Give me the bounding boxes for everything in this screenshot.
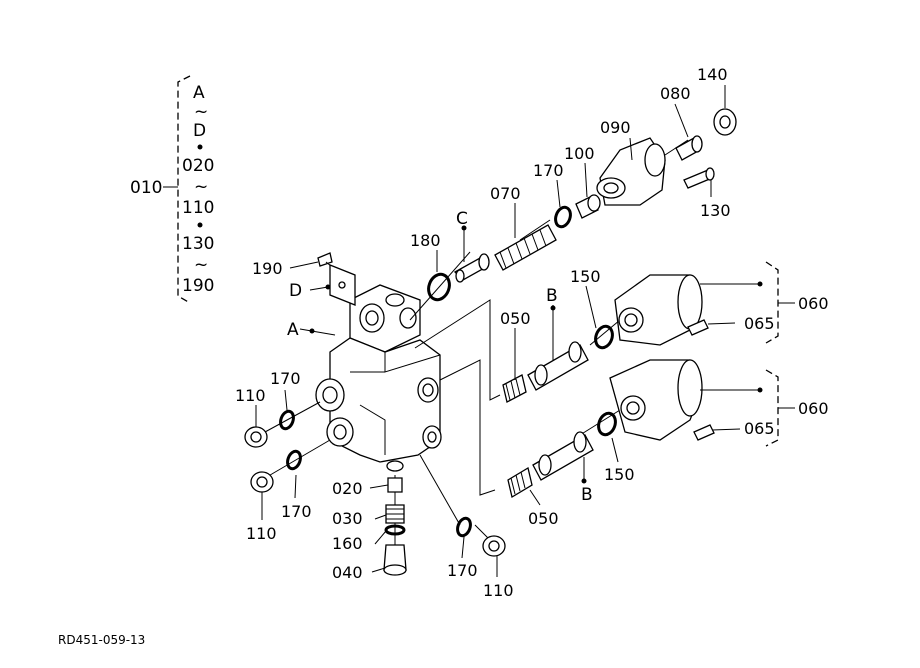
callout-150-upper: 150 [570,267,601,286]
group-010-label: 010 [130,178,162,198]
spool-c [453,253,490,283]
callout-170-left-top: 170 [270,369,301,388]
spring-050-lower [507,466,533,499]
spring-070 [494,224,557,271]
callout-160: 160 [332,534,363,553]
spool-b-lower [532,431,594,481]
o-ring-180 [427,272,451,302]
ref-b-upper: B [546,286,558,306]
o-ring-170-left-bottom [286,449,302,471]
valve-020 [387,477,403,493]
o-ring-150-upper [594,324,614,350]
group-member-130: 130 [182,234,214,254]
group-member-tilde-2: ~ [194,177,208,197]
callout-060-lower: 060 [798,399,829,418]
callout-060-upper: 060 [798,294,829,313]
bracket-060-upper [765,261,795,344]
ref-c: C [456,209,468,229]
bracket-d [329,264,356,306]
o-ring-170-left-top [279,409,295,431]
spring-050-upper [502,374,527,403]
callout-170-bottom: 170 [447,561,478,580]
solenoid-060-lower [609,359,703,441]
callout-065-lower: 065 [744,419,775,438]
plug-110-left-bottom [250,471,274,493]
group-member-tilde-3: ~ [194,255,208,275]
nut-140 [713,108,737,136]
spool-b-upper [527,341,589,391]
bolt-065-upper [687,319,709,336]
screw-080 [675,135,703,161]
callout-labels: 190 D A 180 C 070 170 100 090 080 140 13… [235,65,829,600]
callout-030: 030 [332,509,363,528]
callout-050-upper: 050 [500,309,531,328]
leader-lines [255,85,760,577]
group-member-tilde-1: ~ [194,102,208,122]
bolt-065-lower [693,424,715,441]
callout-070: 070 [490,184,521,203]
callout-050-lower: 050 [528,509,559,528]
callout-100: 100 [564,144,595,163]
callout-110-bottom: 110 [483,581,514,600]
solenoid-060-upper [614,274,703,346]
solenoid-090 [596,137,666,206]
group-member-190: 190 [182,276,214,296]
callout-170-top: 170 [533,161,564,180]
valve-body [315,284,442,472]
callout-140: 140 [697,65,728,84]
assembly-group-010: 010 A ~ D 020 ~ 110 130 ~ 190 [130,75,214,304]
callout-110-left-bottom: 110 [246,524,277,543]
plug-040 [383,544,407,576]
drawing-code: RD451-059-13 [58,633,145,647]
ref-a: A [287,320,299,340]
group-member-020: 020 [182,156,214,176]
callout-150-lower: 150 [604,465,635,484]
group-member-a: A [193,83,205,103]
bracket-060-lower [765,369,795,447]
ref-d: D [289,281,302,301]
callout-170-left-bottom: 170 [281,502,312,521]
o-ring-170-bottom [456,516,472,538]
callout-090: 090 [600,118,631,137]
callout-190: 190 [252,259,283,278]
callout-040: 040 [332,563,363,582]
ref-b-lower: B [581,485,593,505]
group-member-d: D [193,121,206,141]
plug-110-left-top [244,426,268,448]
callout-065-upper: 065 [744,314,775,333]
callout-180: 180 [410,231,441,250]
callout-110-left-top: 110 [235,386,266,405]
plug-100 [575,194,601,219]
o-ring-170-top [554,205,572,229]
callout-080: 080 [660,84,691,103]
callout-130: 130 [700,201,731,220]
o-ring-150-lower [597,411,617,437]
o-ring-160 [384,524,406,536]
plug-110-bottom [482,535,506,557]
spring-030 [385,504,405,524]
callout-020: 020 [332,479,363,498]
group-member-110: 110 [182,198,214,218]
bolt-130 [683,167,715,189]
